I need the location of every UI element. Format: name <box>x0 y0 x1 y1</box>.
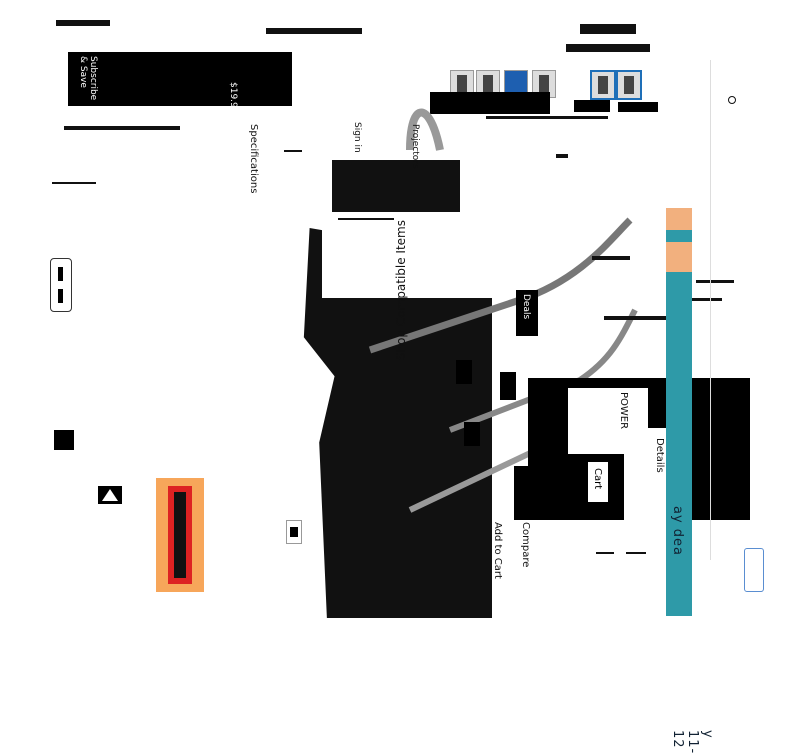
dot-icon <box>58 267 63 281</box>
spec-label: Specifications <box>248 124 259 194</box>
divider-4 <box>596 552 614 554</box>
promo-text-2: y 11-12 <box>670 730 715 754</box>
thumbnail-5[interactable] <box>590 70 616 100</box>
header-search-bar[interactable] <box>266 28 362 34</box>
banner-title: Subscribe & Save <box>78 56 98 101</box>
variant-chip-2[interactable] <box>618 102 658 112</box>
header-account-menu[interactable] <box>580 24 636 34</box>
cart-label[interactable]: Cart <box>592 468 603 490</box>
header-logo-text <box>56 20 110 26</box>
breadcrumb[interactable] <box>64 126 180 130</box>
rule-right-4 <box>688 298 722 301</box>
compatible-items-panel: Shop Compatible Items <box>322 212 502 360</box>
divider-2 <box>52 182 96 184</box>
divider-5 <box>626 552 646 554</box>
banner-price: $19.99 <box>228 82 238 114</box>
dot-icon <box>58 289 63 303</box>
product-title-banner: Subscribe & Save $19.99 <box>68 52 292 114</box>
right-column-divider <box>710 60 711 560</box>
rule-right-2 <box>604 316 668 320</box>
small-thumb-fig <box>290 527 298 537</box>
deal-badge: Deals <box>516 290 538 336</box>
promo-banner[interactable]: ay dea y 11-12 <box>666 208 715 754</box>
warning-icon <box>98 486 122 504</box>
compare-button[interactable] <box>500 372 516 400</box>
shield-icon[interactable] <box>54 430 74 450</box>
variant-underline <box>486 116 608 119</box>
add-to-list-button[interactable] <box>456 360 472 384</box>
spec-text-2: Compare <box>520 522 531 568</box>
product-image-top <box>332 160 460 218</box>
product-variant-image[interactable] <box>156 478 204 592</box>
category-label[interactable]: Projectors <box>410 124 420 169</box>
compatible-label: Shop Compatible Items <box>394 220 408 361</box>
scroll-thumb[interactable] <box>744 548 764 592</box>
buy-box: POWER Details Cart <box>528 378 750 520</box>
share-button[interactable] <box>464 422 480 446</box>
thumbnail-6[interactable] <box>616 70 642 100</box>
variant-chip-1[interactable] <box>574 100 610 112</box>
variant-selector-bar[interactable] <box>430 92 550 114</box>
deal-label: Deals <box>521 294 531 320</box>
small-product-thumb[interactable] <box>286 520 302 544</box>
panel-rule <box>338 218 394 220</box>
rule-right-1 <box>592 256 630 260</box>
divider-1 <box>284 150 302 152</box>
settings-icon[interactable] <box>728 96 736 104</box>
signin-label[interactable]: Sign in <box>352 122 362 153</box>
rule-right-3 <box>696 280 734 283</box>
spec-text-1: Add to Cart <box>492 522 503 579</box>
promo-text-1: ay dea <box>670 506 685 557</box>
power-label: POWER <box>618 392 629 430</box>
tab-details[interactable]: Details <box>654 438 665 473</box>
zoom-control[interactable] <box>50 258 72 312</box>
buy-box-edge <box>514 466 530 520</box>
header-orders-link[interactable] <box>566 44 650 52</box>
cart-icon[interactable] <box>588 462 608 502</box>
divider-3 <box>556 154 568 158</box>
